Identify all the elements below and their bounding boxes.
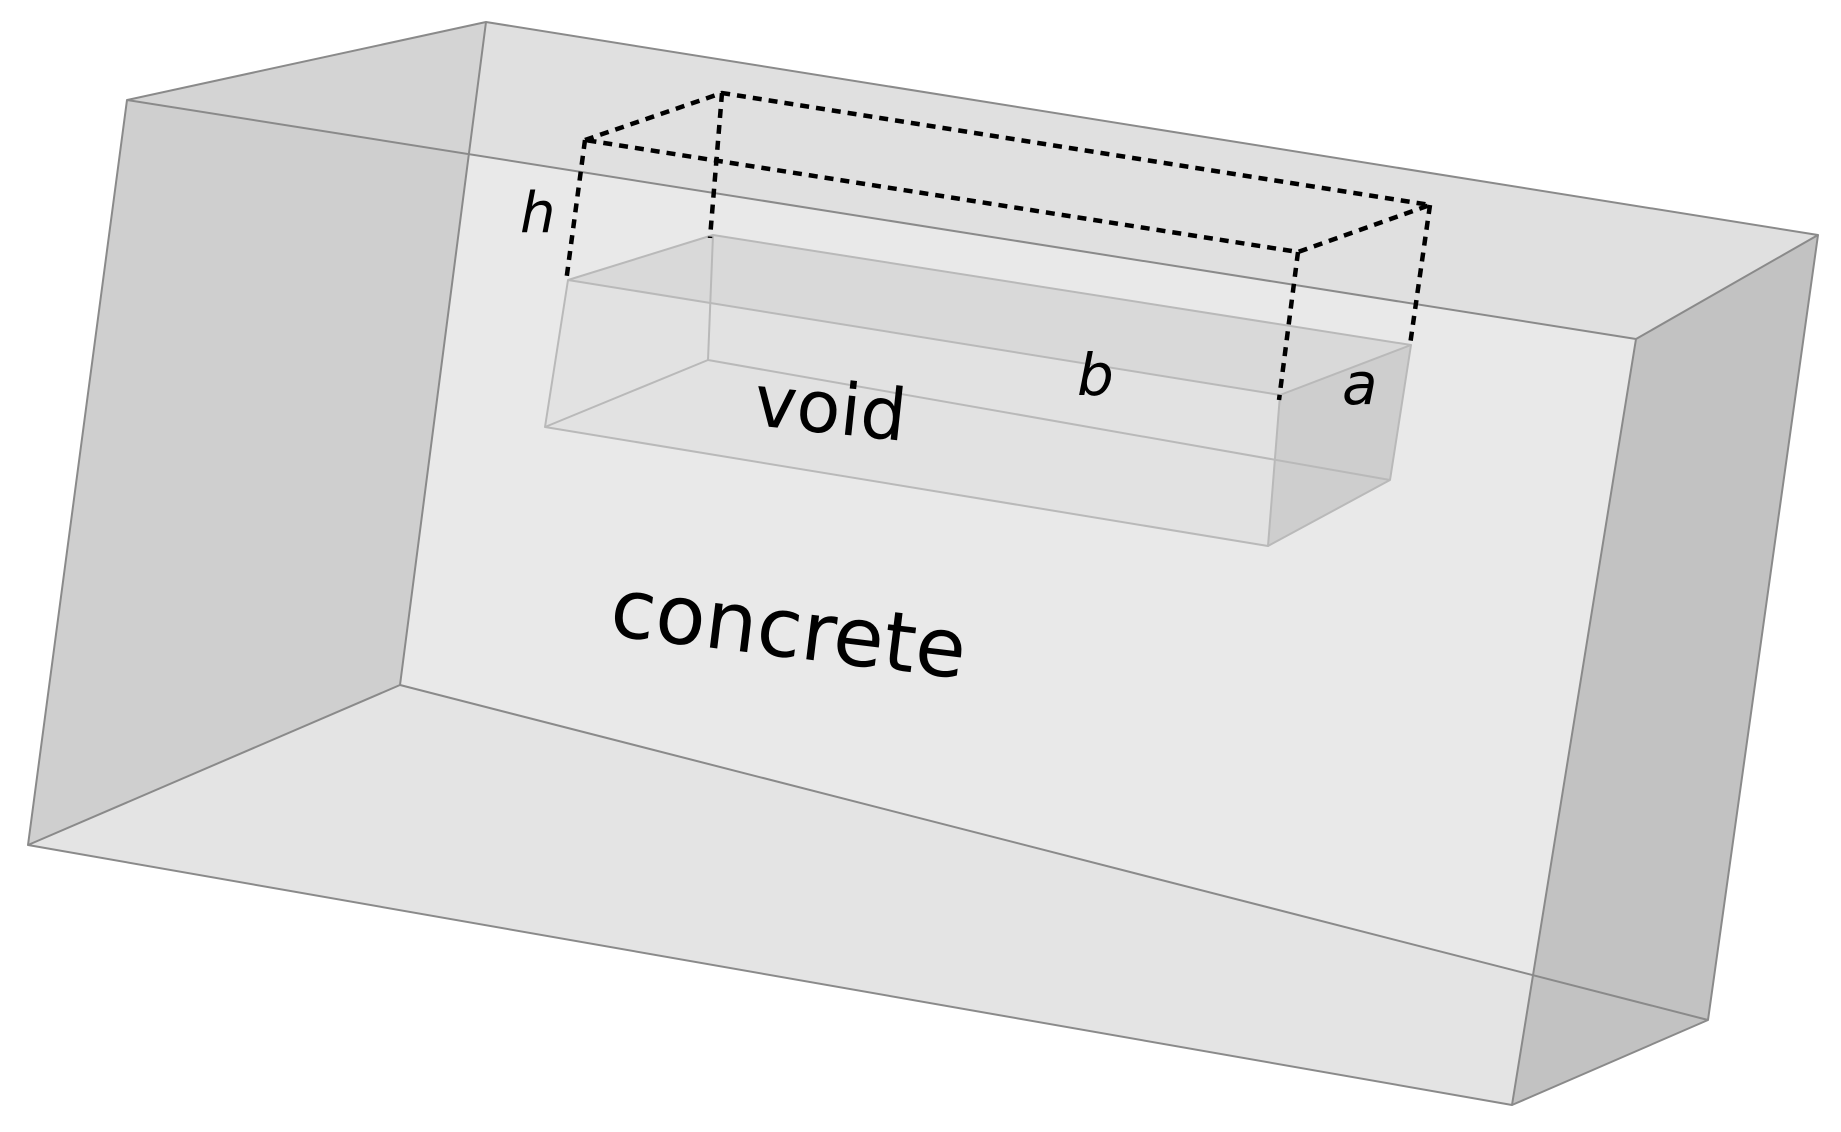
void-top-face: [568, 235, 1411, 395]
concrete-block: [27, 21, 1819, 1106]
concrete-top-edges: [126, 21, 1819, 340]
dashed-vertical-front-right: [1276, 251, 1301, 401]
dashed-cut-outline: [563, 90, 1433, 401]
dashed-vertical-back-right: [1407, 204, 1433, 346]
width-label: a: [1342, 350, 1378, 418]
concrete-top-face: [127, 22, 1818, 339]
length-label: b: [1077, 341, 1114, 409]
void-front-face: [545, 280, 1280, 546]
height-label: h: [520, 181, 556, 246]
dashed-vertical-front-left: [563, 139, 588, 283]
concrete-back-edge-bottom-left: [27, 684, 401, 846]
dashed-top-rectangle: [584, 90, 1431, 255]
void-side-face: [1268, 345, 1411, 546]
concrete-right-face: [1512, 235, 1818, 1105]
void-top-edges: [567, 234, 1412, 396]
concrete-right-edges: [1511, 234, 1819, 1106]
dashed-vertical-back-left: [707, 92, 725, 239]
concrete-left-face: [28, 22, 486, 845]
void-label: void: [750, 358, 910, 457]
void-box: [544, 234, 1412, 547]
concrete-bottom-face: [28, 685, 1708, 1105]
void-hidden-edge-left: [544, 359, 709, 428]
